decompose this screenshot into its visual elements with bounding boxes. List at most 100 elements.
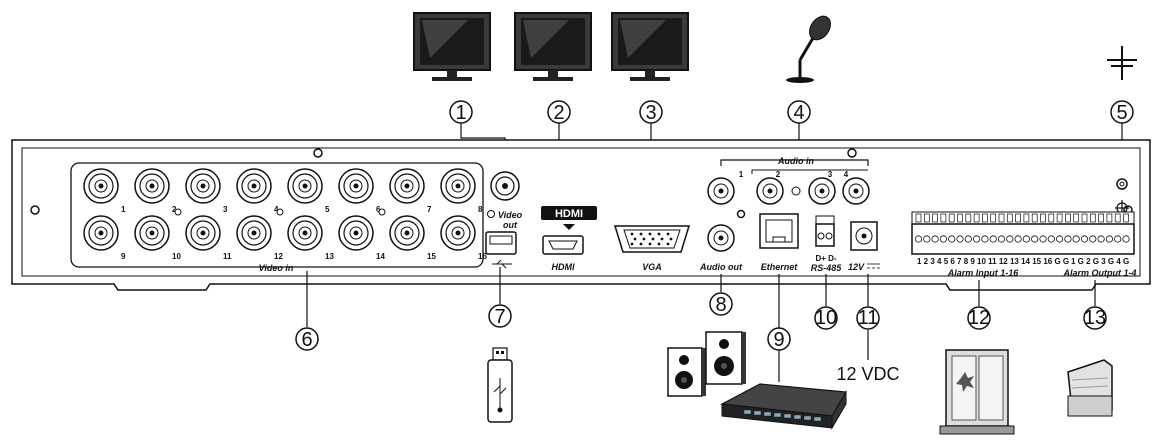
audio-in-connector[interactable] bbox=[707, 177, 735, 205]
ground-screw[interactable] bbox=[1116, 178, 1128, 190]
video-out-label: Video bbox=[498, 210, 523, 220]
video-in-connector[interactable] bbox=[134, 215, 170, 251]
audio-in-number-4: 4 bbox=[844, 170, 849, 179]
svg-text:11: 11 bbox=[858, 307, 879, 329]
audio-in-group: Audio in bbox=[720, 156, 869, 174]
callout-4: 4 bbox=[787, 100, 811, 124]
power-jack[interactable] bbox=[850, 221, 878, 251]
video-in-number: 11 bbox=[223, 252, 232, 261]
alarm-input-pins: 1 2 3 4 5 6 7 8 9 10 11 12 13 14 15 16 G… bbox=[917, 257, 1069, 266]
power-label: 12V bbox=[848, 262, 865, 272]
usb-port[interactable] bbox=[485, 231, 517, 255]
monitor-icon bbox=[413, 12, 491, 81]
video-in-number: 14 bbox=[376, 252, 385, 261]
video-in-number: 5 bbox=[325, 205, 330, 214]
callout-6: 6 bbox=[295, 327, 319, 351]
svg-text:7: 7 bbox=[494, 306, 505, 328]
video-in-number: 9 bbox=[121, 252, 126, 261]
video-in-connector[interactable] bbox=[389, 215, 425, 251]
siren-icon bbox=[1067, 359, 1113, 417]
svg-text:5: 5 bbox=[1116, 102, 1127, 124]
video-in-connector[interactable] bbox=[83, 168, 119, 204]
usb-symbol-icon bbox=[492, 259, 512, 269]
audio-out-label: Audio out bbox=[699, 262, 743, 272]
audio-in-number-3: 3 bbox=[828, 170, 833, 179]
callout-12: 12 bbox=[967, 306, 991, 330]
svg-text:9: 9 bbox=[773, 329, 784, 351]
video-in-connector[interactable] bbox=[287, 168, 323, 204]
rs485-label: RS-485 bbox=[811, 263, 843, 273]
video-in-connector[interactable] bbox=[338, 215, 374, 251]
alarm-terminal-block[interactable] bbox=[911, 211, 1135, 255]
video-in-number: 2 bbox=[172, 205, 177, 214]
video-out-connector[interactable] bbox=[487, 171, 520, 218]
vga-port[interactable] bbox=[613, 225, 691, 253]
power-spec-label: 12 VDC bbox=[836, 364, 899, 384]
video-in-number: 8 bbox=[478, 205, 483, 214]
audio-out-connector[interactable] bbox=[707, 224, 735, 252]
ground-icon bbox=[1107, 46, 1137, 80]
video-in-connector[interactable] bbox=[236, 215, 272, 251]
video-in-group bbox=[70, 162, 484, 268]
hdmi-port[interactable] bbox=[542, 235, 584, 255]
speakers-icon bbox=[667, 331, 746, 397]
video-in-connector[interactable] bbox=[185, 168, 221, 204]
video-in-connector[interactable] bbox=[338, 168, 374, 204]
video-in-number: 3 bbox=[223, 205, 228, 214]
callout-1: 1 bbox=[449, 100, 473, 124]
svg-text:3: 3 bbox=[645, 102, 656, 124]
video-in-connector[interactable] bbox=[83, 215, 119, 251]
video-in-number: 12 bbox=[274, 252, 283, 261]
video-in-connector[interactable] bbox=[185, 215, 221, 251]
callout-11: 11 bbox=[856, 306, 880, 330]
svg-text:6: 6 bbox=[301, 329, 312, 351]
svg-text:8: 8 bbox=[715, 294, 726, 316]
ethernet-label: Ethernet bbox=[761, 262, 799, 272]
video-in-number: 7 bbox=[427, 205, 432, 214]
svg-text:HDMI: HDMI bbox=[555, 208, 583, 220]
video-in-connector[interactable] bbox=[134, 168, 170, 204]
audio-in-number-2: 2 bbox=[776, 170, 781, 179]
callout-3: 3 bbox=[639, 100, 663, 124]
hdmi-logo: HDMI bbox=[541, 206, 597, 230]
video-in-number: 15 bbox=[427, 252, 436, 261]
svg-text:10: 10 bbox=[815, 307, 837, 329]
callout-9: 9 bbox=[767, 327, 791, 351]
monitor-icon bbox=[514, 12, 592, 81]
svg-text:4: 4 bbox=[793, 102, 804, 124]
video-in-connector[interactable] bbox=[287, 215, 323, 251]
audio-in-number-1: 1 bbox=[739, 170, 744, 179]
monitor-icon bbox=[611, 12, 689, 81]
video-in-connector[interactable] bbox=[440, 215, 476, 251]
alarm-output-pins: 1 G 2 G 3 G 4 G bbox=[1071, 257, 1129, 266]
callout-2: 2 bbox=[547, 100, 571, 124]
leader-lines-bottom bbox=[306, 267, 1096, 382]
video-in-connector[interactable] bbox=[389, 168, 425, 204]
svg-text:1: 1 bbox=[455, 102, 466, 124]
video-in-number: 10 bbox=[172, 252, 181, 261]
video-in-number: 16 bbox=[478, 252, 487, 261]
panel-screw bbox=[276, 208, 284, 216]
alarm-output-label: Alarm Output 1-4 bbox=[1062, 268, 1136, 278]
rs485-terminal[interactable] bbox=[815, 215, 835, 247]
video-in-number: 1 bbox=[121, 205, 126, 214]
rs485-pin-label: D+ D- bbox=[815, 254, 836, 263]
ethernet-port[interactable] bbox=[759, 213, 799, 249]
svg-text:12: 12 bbox=[968, 307, 990, 329]
video-in-connector[interactable] bbox=[236, 168, 272, 204]
callout-5: 5 bbox=[1110, 100, 1134, 124]
video-in-connector[interactable] bbox=[440, 168, 476, 204]
panel-screw bbox=[174, 208, 182, 216]
svg-text:2: 2 bbox=[553, 102, 564, 124]
audio-in-connector[interactable] bbox=[791, 177, 836, 205]
audio-in-connector[interactable] bbox=[756, 177, 784, 205]
network-switch-icon bbox=[719, 383, 847, 430]
video-in-label: Video in bbox=[259, 263, 294, 273]
callout-8: 8 bbox=[709, 292, 733, 316]
video-in-number: 13 bbox=[325, 252, 334, 261]
video-in-number: 4 bbox=[274, 205, 279, 214]
window-sensor-icon bbox=[939, 349, 1015, 435]
audio-in-connector[interactable] bbox=[842, 177, 870, 205]
